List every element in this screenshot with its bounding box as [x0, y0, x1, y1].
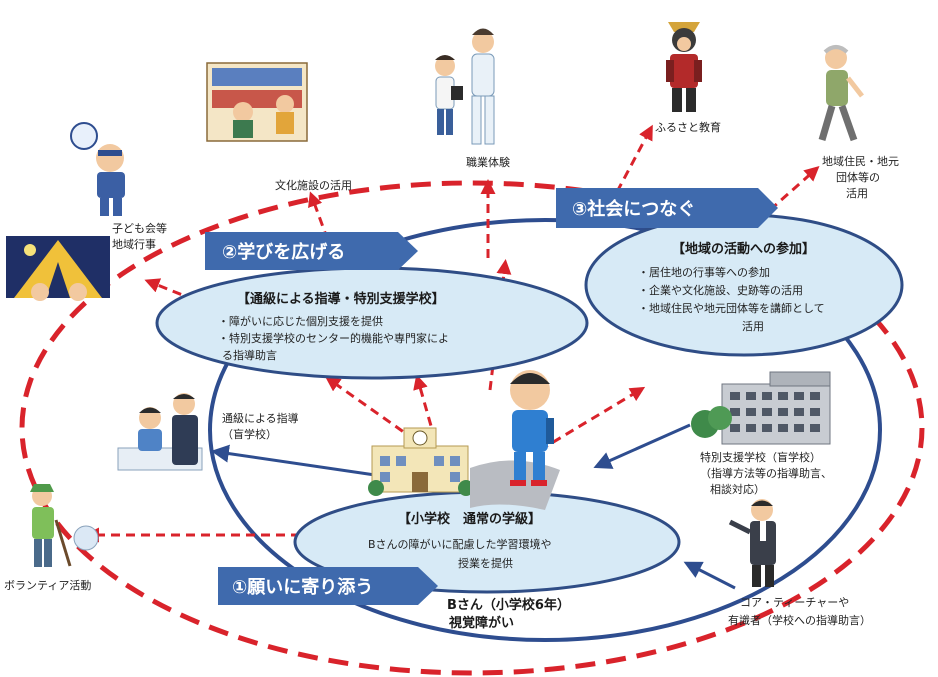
job-label: 職業体験	[466, 155, 510, 169]
tsukyu-guide-label-1: 通級による指導	[222, 411, 299, 425]
student-boy-icon	[470, 370, 560, 510]
special-school-label-2: （指導方法等の指導助言、	[700, 466, 832, 480]
chiiki-line-1: ・居住地の行事等への参加	[638, 265, 770, 279]
school-line-1: Bさんの障がいに配慮した学習環境や	[368, 537, 552, 551]
special-school-label-1: 特別支援学校（盲学校）	[700, 450, 821, 464]
chiiki-line-3: ・地域住民や地元団体等を講師として	[638, 301, 825, 315]
chiiki-line-2: ・企業や文化施設、史跡等の活用	[638, 283, 803, 297]
arrow-student-to-chiiki	[539, 386, 646, 452]
student-caption-2: 視覚障がい	[448, 615, 514, 631]
arrow-school-to-tsukyu-1	[325, 376, 416, 442]
tsukyu-line-3: る指導助言	[222, 348, 277, 362]
job-experience-icon	[435, 28, 495, 145]
core-teacher-label-1: コア・ティーチャーや	[740, 596, 849, 609]
arrow-teacher-to-school	[683, 561, 736, 590]
samurai-icon	[666, 22, 702, 112]
chiiki-title: 【地域の活動への参加】	[672, 241, 815, 257]
arrow-school-to-tsukyu-2	[413, 374, 437, 441]
band-learn-label: ②学びを広げる	[222, 241, 345, 263]
band-support-label: ①願いに寄り添う	[232, 576, 373, 598]
band-support: ①願いに寄り添う	[218, 567, 438, 605]
blue-arrows	[210, 423, 736, 590]
kodomokai-label-2: 地域行事	[112, 238, 156, 251]
arrow-school-to-tutoring	[210, 444, 376, 477]
outer-community-ellipse	[19, 180, 925, 676]
elderly-walker-icon	[818, 45, 864, 142]
inner-school-ellipse	[208, 218, 882, 642]
band-learn: ②学びを広げる	[205, 232, 418, 270]
core-teacher-label-2: 有識者（学校への指導助言）	[728, 613, 871, 627]
school-title: 【小学校 通常の学級】	[398, 511, 541, 527]
school-line-2: 授業を提供	[458, 556, 513, 570]
band-society: ③社会につなぐ	[556, 188, 778, 228]
kodomokai-label-1: 子ども会等	[112, 221, 167, 235]
residents-label-3: 活用	[846, 187, 868, 200]
volunteer-label: ボランティア活動	[4, 578, 91, 592]
festival-child-icon	[70, 122, 125, 216]
tsukyu-title: 【通級による指導・特別支援学校】	[237, 291, 445, 307]
tsukyu-line-1: ・障がいに応じた個別支援を提供	[218, 314, 383, 328]
band-society-label: ③社会につなぐ	[572, 198, 695, 220]
camping-tent-icon	[6, 236, 110, 301]
elementary-school-icon	[368, 427, 474, 496]
residents-label-1: 地域住民・地元	[822, 154, 899, 168]
student-caption-1: Bさん（小学校6年）	[447, 597, 570, 613]
volunteer-icon	[30, 484, 99, 567]
tsukyu-line-2: ・特別支援学校のセンター的機能や専門家によ	[218, 331, 449, 345]
teacher-icon	[728, 499, 776, 587]
culture-label: 文化施設の活用	[275, 178, 352, 192]
tsukyu-guide-label-2: （盲学校）	[222, 427, 277, 441]
arrow-to-residents	[769, 166, 820, 212]
arrow-special-to-student	[593, 423, 691, 469]
residents-label-2: 団体等の	[836, 170, 880, 184]
special-school-label-3: 相談対応）	[710, 482, 765, 496]
tutoring-icon	[117, 393, 203, 471]
furusato-label: ふるさと教育	[655, 120, 721, 134]
chiiki-line-4: 活用	[742, 320, 764, 333]
culture-facility-icon	[206, 62, 308, 142]
special-school-building-icon	[691, 371, 831, 445]
